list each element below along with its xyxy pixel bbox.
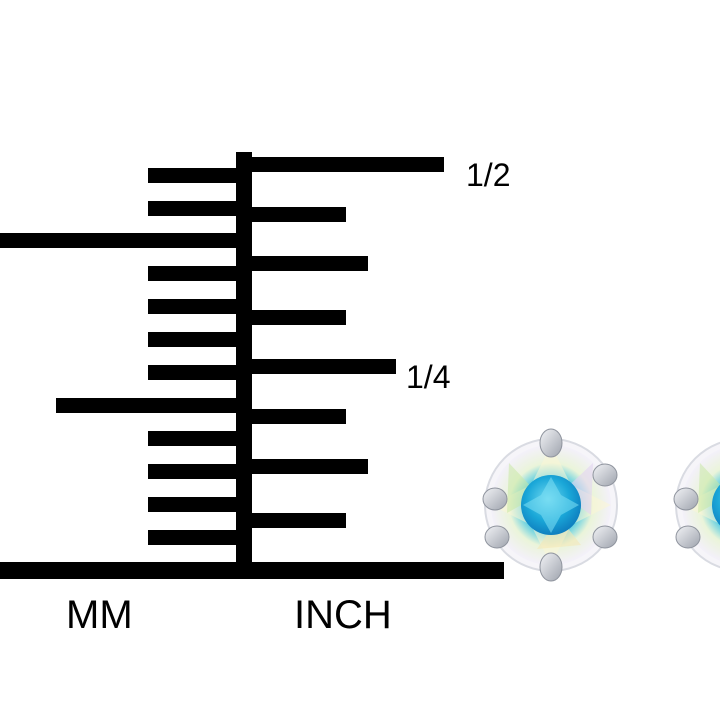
crystal-stud-earring-icon [482, 428, 618, 582]
inch-tick [250, 207, 346, 222]
inch-ticks [250, 157, 444, 528]
ruler-baseline [0, 562, 504, 579]
mm-tick [148, 464, 238, 479]
mm-unit-label: MM [66, 593, 133, 637]
ruler-spine [236, 152, 252, 568]
mm-tick-long [0, 233, 238, 248]
mm-tick [148, 168, 238, 183]
mm-tick-long [56, 398, 238, 413]
mm-tick [148, 530, 238, 545]
inch-tick [250, 310, 346, 325]
inch-tick [250, 513, 346, 528]
mm-tick [148, 431, 238, 446]
inch-label-quarter: 1/4 [406, 359, 450, 395]
crystal-stud-earring-icon [673, 441, 720, 569]
inch-tick-half [250, 157, 444, 172]
inch-unit-label: INCH [294, 593, 392, 637]
inch-tick [250, 409, 346, 424]
inch-tick [250, 256, 368, 271]
inch-label-half: 1/2 [466, 157, 510, 193]
mm-tick [148, 266, 238, 281]
mm-tick [148, 497, 238, 512]
mm-ticks [0, 168, 238, 545]
mm-tick [148, 299, 238, 314]
inch-tick-quarter [250, 359, 396, 374]
inch-tick [250, 459, 368, 474]
mm-tick [148, 332, 238, 347]
mm-tick [148, 201, 238, 216]
mm-tick [148, 365, 238, 380]
